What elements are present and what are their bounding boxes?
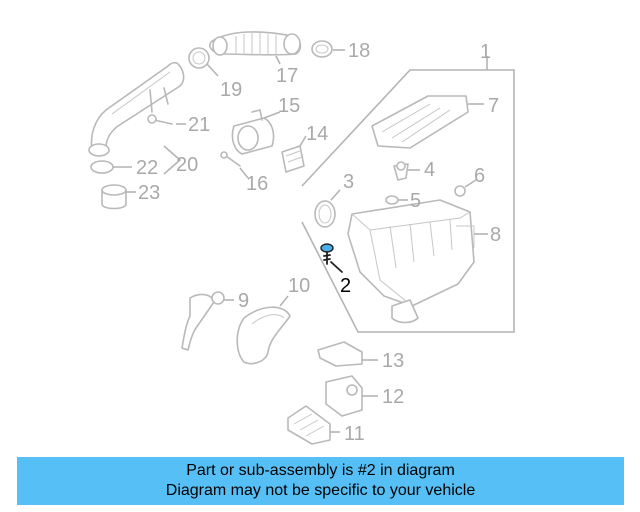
filter-cover-part-7: [371, 95, 469, 149]
callout-13: 13: [382, 350, 404, 372]
ring-part-22: [90, 160, 114, 174]
intake-hose-part-17: [209, 31, 302, 56]
air-duct-part-20: [88, 61, 185, 157]
clamp-part-18: [311, 40, 333, 58]
callout-labels: 1 2 3 4 5 6 7 8 9 10 11 12 13 14 15 16 1…: [136, 40, 501, 445]
callout-7: 7: [488, 95, 499, 117]
callout-5: 5: [410, 190, 421, 212]
grommet-part-5: [385, 195, 399, 205]
sleeve-part-23: [101, 184, 127, 210]
air-cleaner-housing-part-8: [347, 199, 475, 324]
banner-line-disclaimer: Diagram may not be specific to your vehi…: [165, 482, 476, 499]
callout-16: 16: [246, 173, 268, 195]
callout-17: 17: [276, 65, 298, 87]
bolt-part-21: [147, 114, 173, 125]
air-guide-part-11: [287, 405, 331, 445]
callout-10: 10: [288, 275, 310, 297]
assembly-boundary: [301, 56, 515, 333]
info-banner: Part or sub-assembly is #2 in diagram Di…: [17, 457, 624, 505]
callout-18: 18: [348, 40, 370, 62]
clamp-part-19: [188, 47, 210, 69]
resonator-part-12: [325, 375, 363, 417]
callout-4: 4: [424, 159, 435, 181]
callout-9: 9: [238, 290, 249, 312]
banner-line-part-number: Part or sub-assembly is #2 in diagram: [186, 462, 455, 479]
connector-part-14: [281, 145, 305, 173]
callout-22: 22: [136, 157, 158, 179]
callout-2[interactable]: 2: [340, 275, 351, 297]
mass-air-flow-sensor-part-15: [231, 109, 275, 155]
callout-1: 1: [480, 41, 491, 63]
hose-part-9: [181, 291, 225, 351]
bolt-part-2-highlighted[interactable]: [320, 243, 334, 265]
callout-21: 21: [188, 114, 210, 136]
sensor-part-4: [393, 161, 409, 181]
callout-20: 20: [176, 154, 198, 176]
callout-3: 3: [343, 171, 354, 193]
bracket-part-13: [317, 341, 363, 367]
leader-lines: [113, 49, 488, 433]
callout-8: 8: [490, 224, 501, 246]
callout-6: 6: [474, 165, 485, 187]
callout-12: 12: [382, 386, 404, 408]
parts-diagram: 1 2 3 4 5 6 7 8 9 10 11 12 13 14 15 16 1…: [88, 31, 515, 445]
screw-part-16: [220, 151, 241, 167]
callout-14: 14: [306, 123, 328, 145]
callout-15: 15: [278, 95, 300, 117]
callout-23: 23: [138, 182, 160, 204]
callout-11: 11: [344, 423, 365, 445]
grommet-part-6: [454, 185, 466, 197]
duct-part-10: [236, 306, 291, 365]
seal-part-3: [314, 200, 336, 228]
callout-19: 19: [220, 79, 242, 101]
